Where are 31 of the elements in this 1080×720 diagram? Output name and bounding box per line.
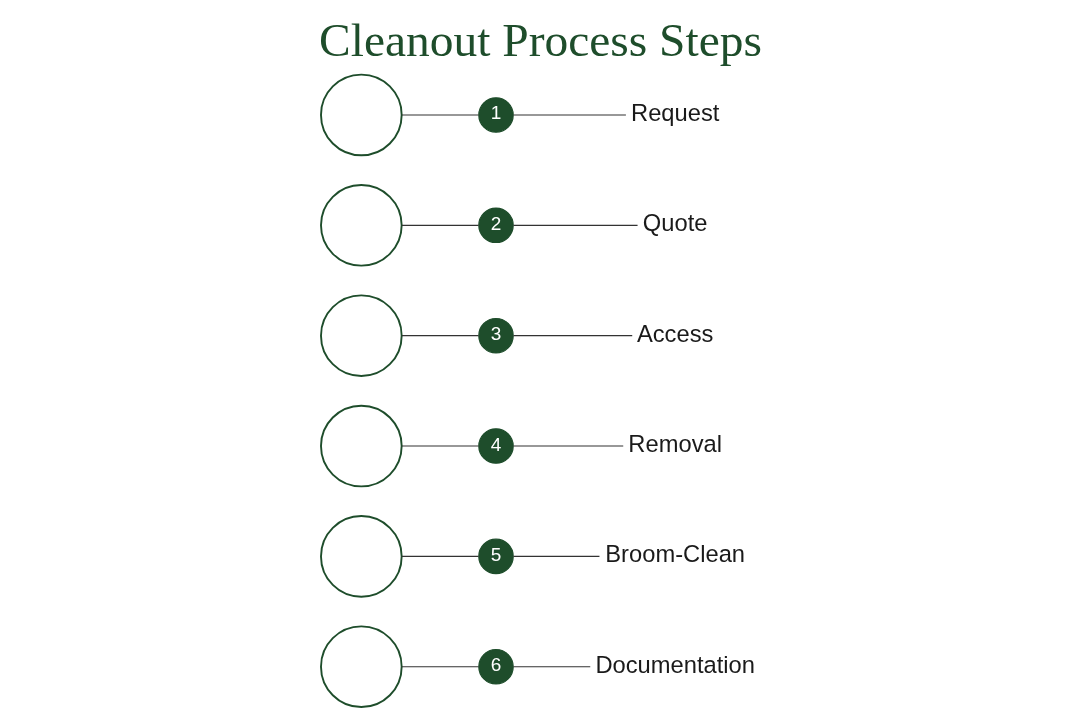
node-circle <box>319 404 403 488</box>
connector <box>400 335 479 337</box>
node-text: Broom-Clean <box>604 541 745 568</box>
connector <box>512 224 638 226</box>
node-circle: 3 <box>477 317 514 354</box>
connector <box>512 114 626 116</box>
connector <box>400 666 479 668</box>
node-circle: 6 <box>477 648 514 685</box>
node-circle <box>319 625 403 709</box>
node-circle: 5 <box>477 538 514 575</box>
diagram-title: Cleanout Process Steps <box>318 13 762 66</box>
node-text: Request <box>630 99 719 126</box>
connector <box>400 555 479 557</box>
node-circle <box>319 184 403 267</box>
node-text: Quote <box>642 210 707 237</box>
node-circle: 4 <box>477 428 514 464</box>
node-circle <box>319 73 403 157</box>
connector <box>512 666 591 668</box>
connector <box>512 335 633 337</box>
node-circle: 2 <box>477 207 514 244</box>
connector <box>400 224 479 226</box>
node-text: Removal <box>627 430 722 457</box>
connector <box>400 445 479 447</box>
connector <box>512 445 624 447</box>
node-text: Documentation <box>594 651 755 678</box>
node-text: Access <box>636 320 713 347</box>
node-circle: 1 <box>477 97 514 133</box>
node-circle <box>319 515 403 598</box>
connector <box>400 114 479 116</box>
node-circle <box>319 294 403 377</box>
connector <box>512 555 600 557</box>
